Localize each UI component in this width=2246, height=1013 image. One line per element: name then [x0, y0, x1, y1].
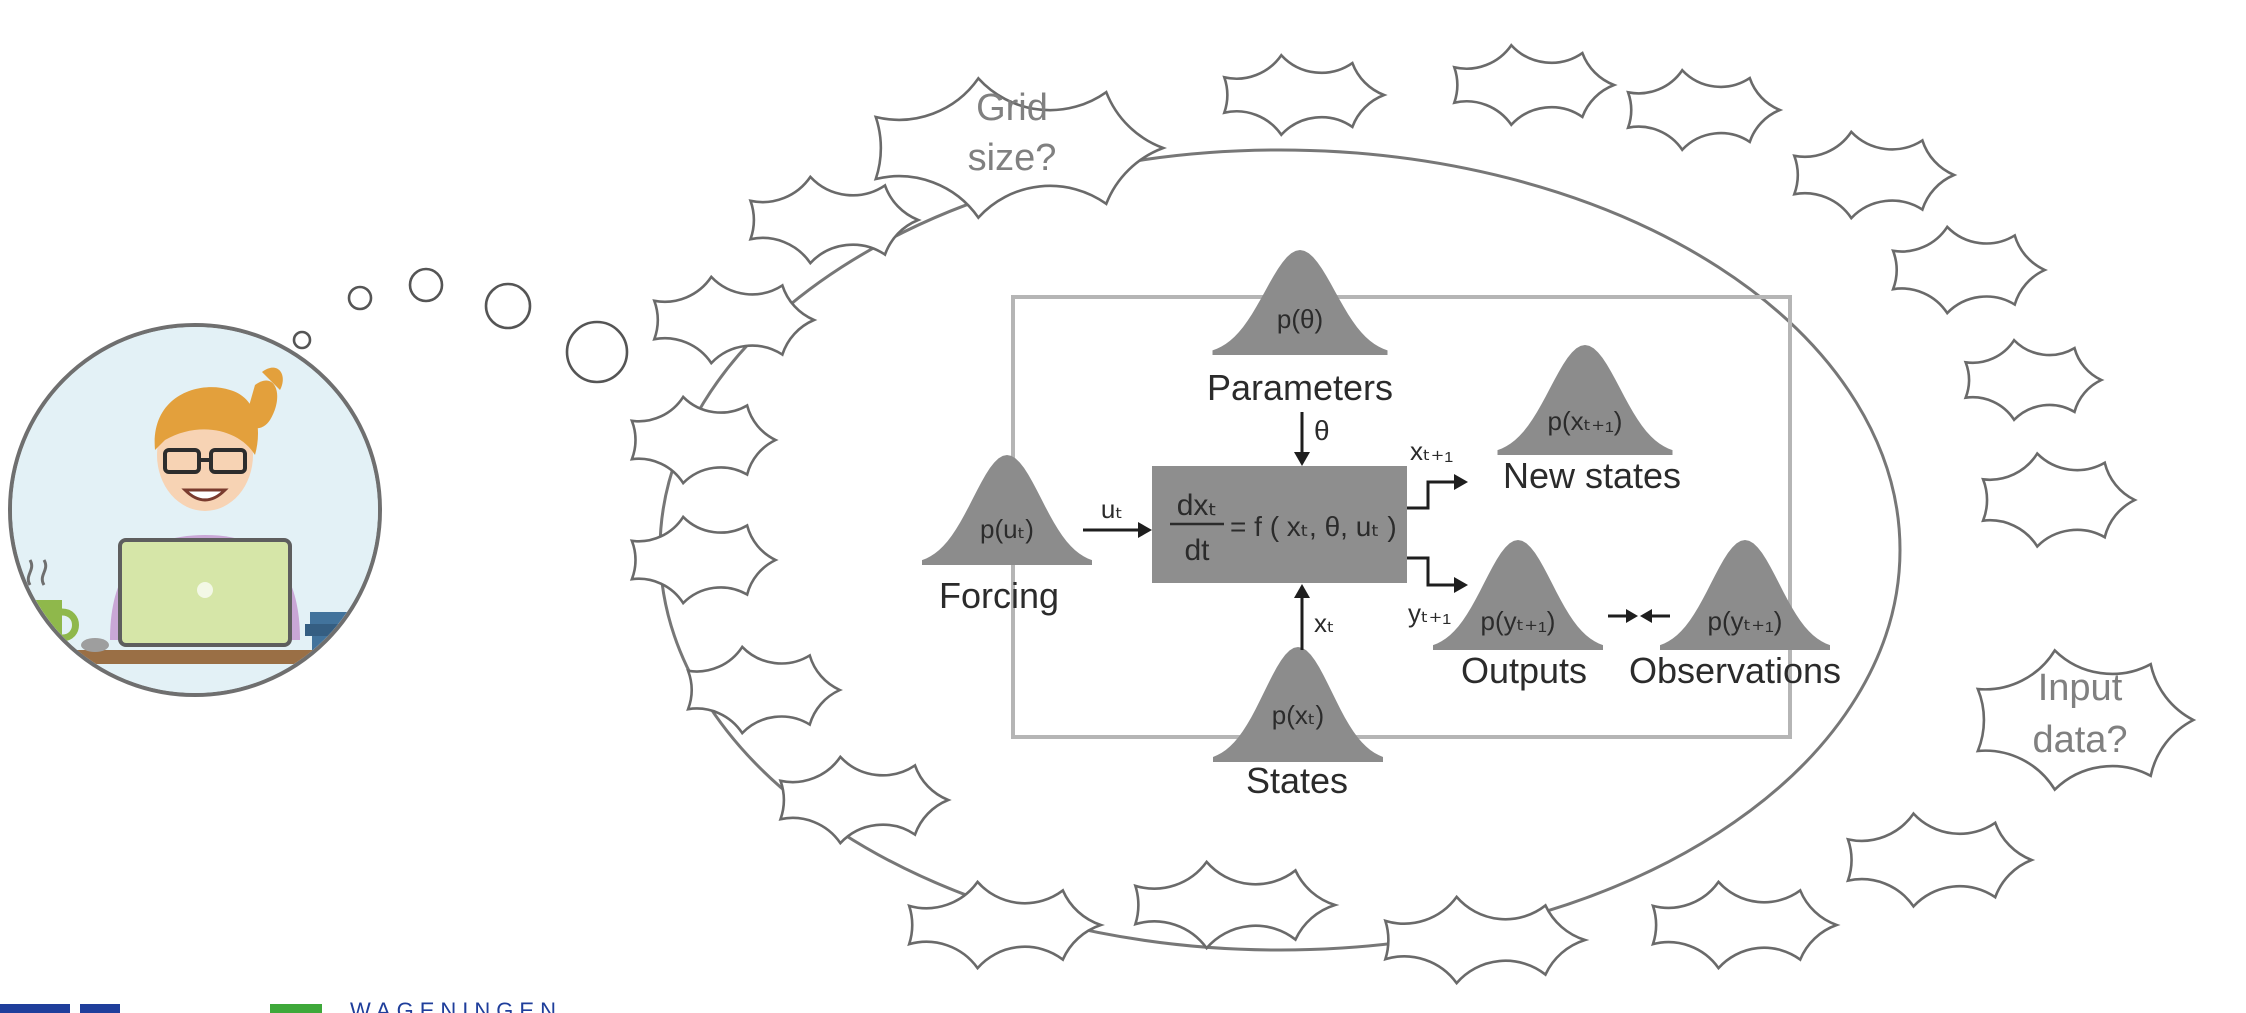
cloud-shape — [907, 879, 1105, 971]
forcing-label: Forcing — [939, 575, 1059, 616]
outputs-dist-label: p(yₜ₊₁) — [1481, 606, 1556, 636]
yt1-arrow-label: yₜ₊₁ — [1408, 598, 1451, 628]
person-illustration — [8, 323, 382, 697]
forcing-dist-label: p(uₜ) — [980, 514, 1034, 544]
equation-rhs: = f ( xₜ, θ, uₜ ) — [1230, 511, 1397, 542]
bell-new-states — [1497, 345, 1673, 455]
cloud-shape — [1452, 43, 1618, 127]
cloud-shape — [652, 274, 818, 366]
thought-grid-size: Grid size? — [968, 87, 1057, 179]
theta-arrow-label: θ — [1314, 415, 1330, 446]
cloud-shape — [686, 644, 843, 736]
grid-size-line1: Grid — [976, 87, 1048, 129]
states-label: States — [1246, 760, 1348, 801]
cloud-border — [629, 43, 2197, 986]
bell-states — [1213, 647, 1383, 762]
brand-logo-mark — [0, 1004, 70, 1013]
cloud-shape — [1626, 68, 1784, 152]
new-states-label: New states — [1503, 455, 1681, 496]
bell-forcing — [922, 455, 1092, 565]
cloud-shape — [1845, 811, 2036, 909]
cloud-shape — [1975, 648, 2197, 792]
parameters-label: Parameters — [1207, 367, 1393, 408]
bell-outputs — [1433, 540, 1603, 650]
cloud-shape — [1383, 894, 1590, 986]
distribution-curves — [922, 250, 1830, 762]
cloud-shape — [778, 754, 952, 846]
u-arrow-label: uₜ — [1101, 494, 1123, 524]
cloud-shape — [1891, 224, 2048, 316]
wageningen-logo-text: WAGENINGEN — [350, 998, 562, 1013]
cloud-shape — [1222, 53, 1388, 137]
model-arrows: θ uₜ xₜ xₜ₊₁ yₜ₊₁ — [1083, 412, 1670, 650]
input-data-line2: data? — [2032, 719, 2127, 761]
cloud-shape — [1981, 451, 2138, 549]
xt1-arrow-label: xₜ₊₁ — [1410, 436, 1453, 466]
cloud-shape — [1792, 129, 1958, 221]
cloud-shape — [629, 394, 779, 486]
grid-size-line2: size? — [968, 137, 1057, 179]
equation-numerator: dxₜ — [1177, 489, 1218, 522]
bell-parameters — [1212, 250, 1388, 355]
cloud-shape — [1650, 879, 1841, 971]
states-dist-label: p(xₜ) — [1272, 700, 1324, 730]
cloud-shape — [873, 76, 1167, 220]
outputs-label: Outputs — [1461, 650, 1587, 691]
param-dist-label: p(θ) — [1277, 304, 1323, 334]
observations-dist-label: p(yₜ₊₁) — [1708, 606, 1783, 636]
cloud-shape — [629, 514, 779, 606]
bell-observations — [1660, 540, 1830, 650]
new-states-dist-label: p(xₜ₊₁) — [1548, 406, 1623, 436]
observations-label: Observations — [1629, 650, 1841, 691]
cloud-shape — [1133, 859, 1340, 951]
cloud-shape — [1963, 338, 2105, 422]
wageningen-logo-mark — [270, 1004, 322, 1013]
input-data-line1: Input — [2038, 667, 2123, 709]
thought-input-data: Input data? — [2032, 667, 2127, 761]
equation-denominator: dt — [1184, 534, 1210, 567]
cloud-shape — [748, 174, 922, 266]
x-arrow-label: xₜ — [1314, 608, 1335, 638]
thought-bubbles — [292, 267, 629, 384]
footer-logos: WAGENINGEN — [0, 998, 562, 1013]
